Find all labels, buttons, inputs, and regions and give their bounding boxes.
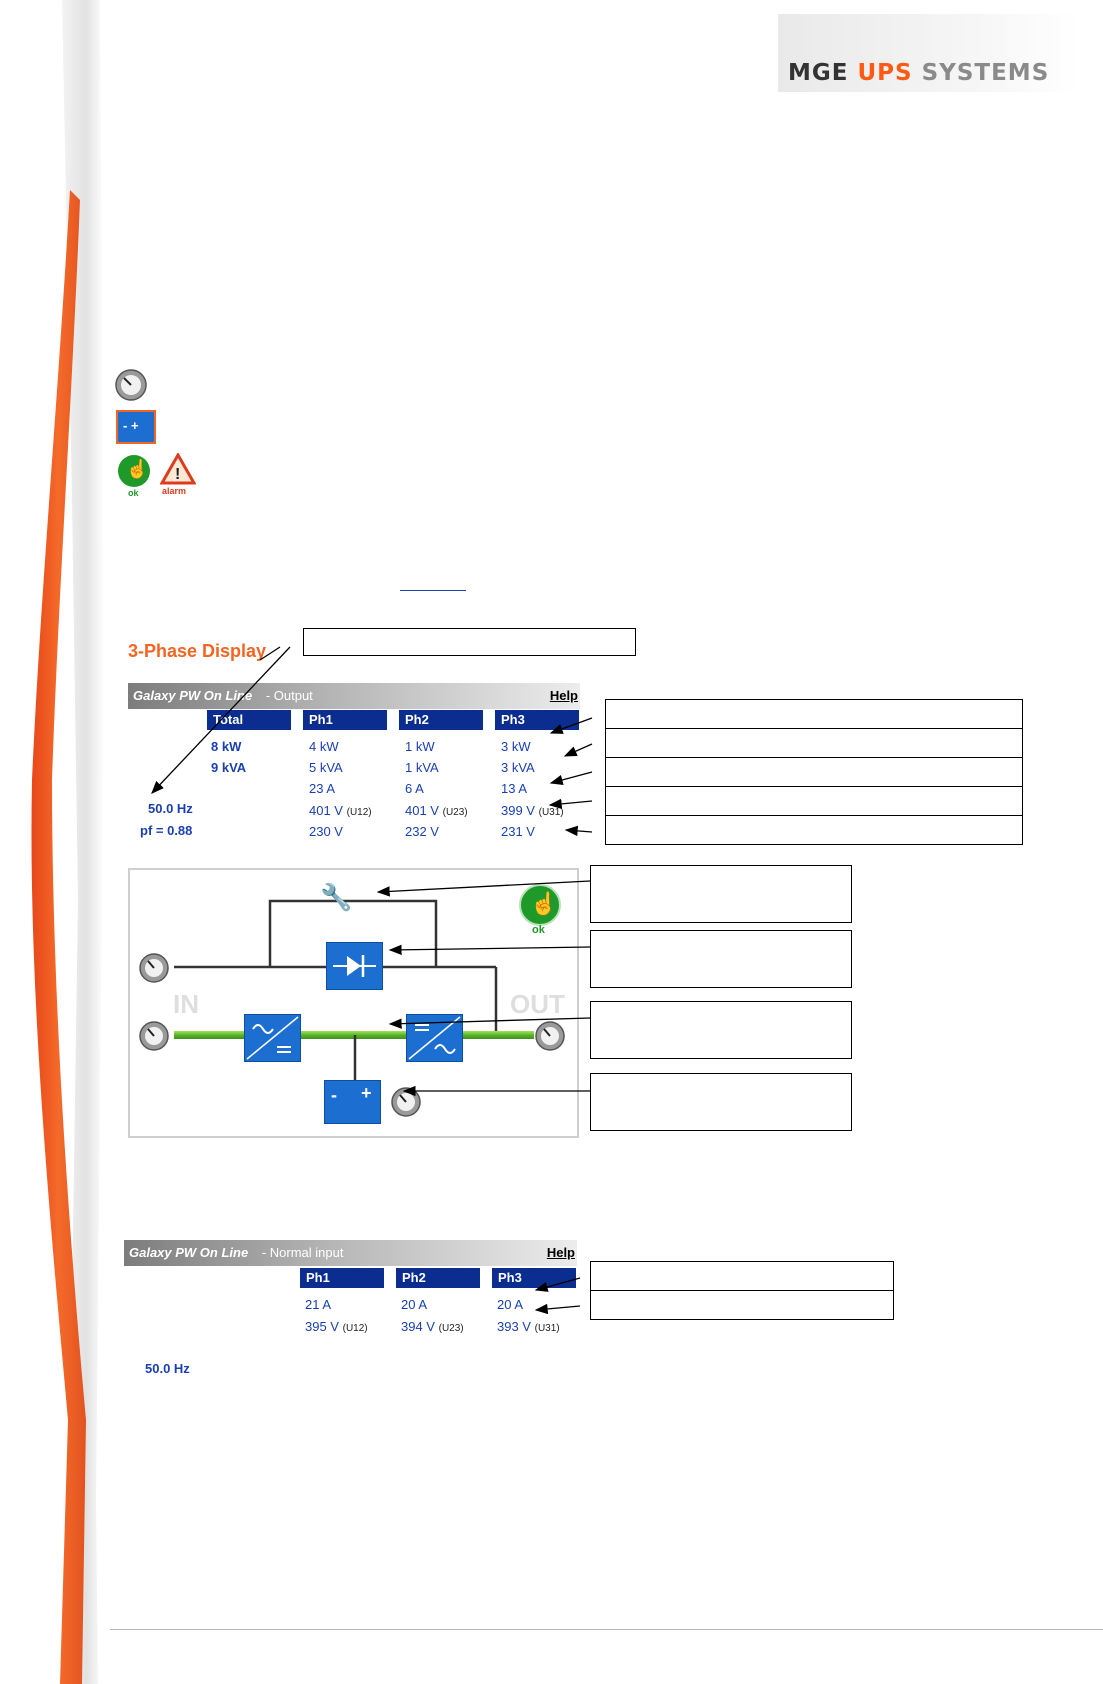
meter-icon <box>115 369 147 401</box>
alarm-legend-label: alarm <box>162 486 187 496</box>
power-factor: pf = 0.88 <box>140 823 193 838</box>
logo-ups: UPS <box>857 60 913 86</box>
input-ph1-voltage: 395 V <box>305 1319 339 1334</box>
input-ph2-current: 20 A <box>401 1297 428 1312</box>
battery-alarm-icon: - + <box>116 410 156 444</box>
ph1-kw: 4 kW <box>309 739 339 754</box>
input-ph3-voltage: 393 V <box>497 1319 531 1334</box>
ph2-kw: 1 kW <box>405 739 435 754</box>
callout-box-battery <box>590 1073 852 1131</box>
callout-box-input-row1 <box>590 1261 894 1291</box>
ok-status-icon: ☝ <box>118 455 150 487</box>
product-name: Galaxy PW On Line <box>133 688 253 703</box>
callout-box-bypass <box>590 865 852 923</box>
ph1-line-voltage: 401 V <box>309 803 343 818</box>
ph2-phase-voltage: 232 V <box>405 824 439 839</box>
input-ph3-voltage-tag: (U31) <box>534 1323 560 1334</box>
input-bypass-meter-icon[interactable] <box>138 952 170 984</box>
help-link[interactable]: Help <box>549 688 578 703</box>
callout-box-static-switch <box>590 930 852 988</box>
ups-synoptic-diagram: 🔧 - + <box>128 868 579 1138</box>
input-help-link[interactable]: Help <box>546 1245 575 1260</box>
ph1-voltage-tag: (U12) <box>346 807 372 818</box>
ok-status-badge-icon[interactable]: ☝ <box>519 884 561 926</box>
logo-mge: MGE <box>788 60 849 86</box>
ph3-kva: 3 kVA <box>501 760 535 775</box>
logo-wordmark: MGE UPS SYSTEMS <box>788 60 1049 86</box>
input-frequency: 50.0 Hz <box>145 1361 190 1376</box>
callout-box-row2 <box>605 728 1023 758</box>
input-ph3-current: 20 A <box>497 1297 524 1312</box>
rectifier-block[interactable] <box>244 1014 301 1062</box>
dc-ac-icon <box>408 1016 461 1060</box>
alarm-icon: ! <box>160 453 196 485</box>
ph3-phase-voltage: 231 V <box>501 824 535 839</box>
callout-box-title <box>303 628 636 656</box>
ph2-voltage-tag: (U23) <box>442 807 468 818</box>
panel-section-name: - Output <box>265 688 313 703</box>
output-panel-titlebar: Galaxy PW On Line - Output Help <box>128 683 580 709</box>
wrench-icon[interactable]: 🔧 <box>320 882 353 912</box>
callout-box-row5 <box>605 815 1023 845</box>
battery-block[interactable]: - + <box>324 1080 381 1124</box>
out-label: OUT <box>510 989 565 1019</box>
input-ph2-voltage-tag: (U23) <box>438 1323 464 1334</box>
input-ph1-voltage-tag: (U12) <box>342 1323 368 1334</box>
text-link-underline[interactable] <box>400 590 466 591</box>
output-meter-icon[interactable] <box>534 1020 566 1052</box>
callout-box-row4 <box>605 786 1023 816</box>
company-logo: MGE UPS SYSTEMS <box>778 14 1078 92</box>
input-header-ph2: Ph2 <box>396 1268 480 1288</box>
ph3-line-voltage: 399 V <box>501 803 535 818</box>
normal-input-meter-icon[interactable] <box>138 1020 170 1052</box>
header-ph2: Ph2 <box>399 710 483 730</box>
input-panel-section-name: - Normal input <box>261 1245 344 1260</box>
input-product-name: Galaxy PW On Line <box>129 1245 249 1260</box>
static-switch-block[interactable] <box>326 942 383 990</box>
footer-divider <box>110 1629 1103 1630</box>
section-title: 3-Phase Display <box>128 641 267 661</box>
header-ph1: Ph1 <box>303 710 387 730</box>
output-frequency: 50.0 Hz <box>148 801 193 816</box>
total-kw: 8 kW <box>211 739 242 754</box>
input-header-ph3: Ph3 <box>492 1268 576 1288</box>
callout-box-inverter <box>590 1001 852 1059</box>
input-panel-titlebar: Galaxy PW On Line - Normal input Help <box>124 1240 577 1266</box>
sidebar-swoosh <box>31 0 104 1684</box>
ph2-kva: 1 kVA <box>405 760 439 775</box>
ph1-phase-voltage: 230 V <box>309 824 343 839</box>
ok-status-label: ok <box>532 924 545 936</box>
svg-text:!: ! <box>175 466 180 483</box>
logo-systems: SYSTEMS <box>921 60 1050 86</box>
input-header-ph1: Ph1 <box>300 1268 384 1288</box>
callout-box-input-row2 <box>590 1290 894 1320</box>
input-ph1-current: 21 A <box>305 1297 332 1312</box>
ph1-current: 23 A <box>309 781 336 796</box>
input-ph2-voltage: 394 V <box>401 1319 435 1334</box>
ph3-current: 13 A <box>501 781 528 796</box>
in-label: IN <box>173 989 199 1019</box>
ph2-current: 6 A <box>405 781 424 796</box>
header-total: Total <box>207 710 291 730</box>
ph1-kva: 5 kVA <box>309 760 343 775</box>
thyristor-icon <box>333 955 376 977</box>
ph3-voltage-tag: (U31) <box>538 807 564 818</box>
ph2-line-voltage: 401 V <box>405 803 439 818</box>
ok-legend-label: ok <box>128 488 139 498</box>
total-kva: 9 kVA <box>211 760 247 775</box>
ph3-kw: 3 kW <box>501 739 531 754</box>
ac-dc-icon <box>246 1016 299 1060</box>
